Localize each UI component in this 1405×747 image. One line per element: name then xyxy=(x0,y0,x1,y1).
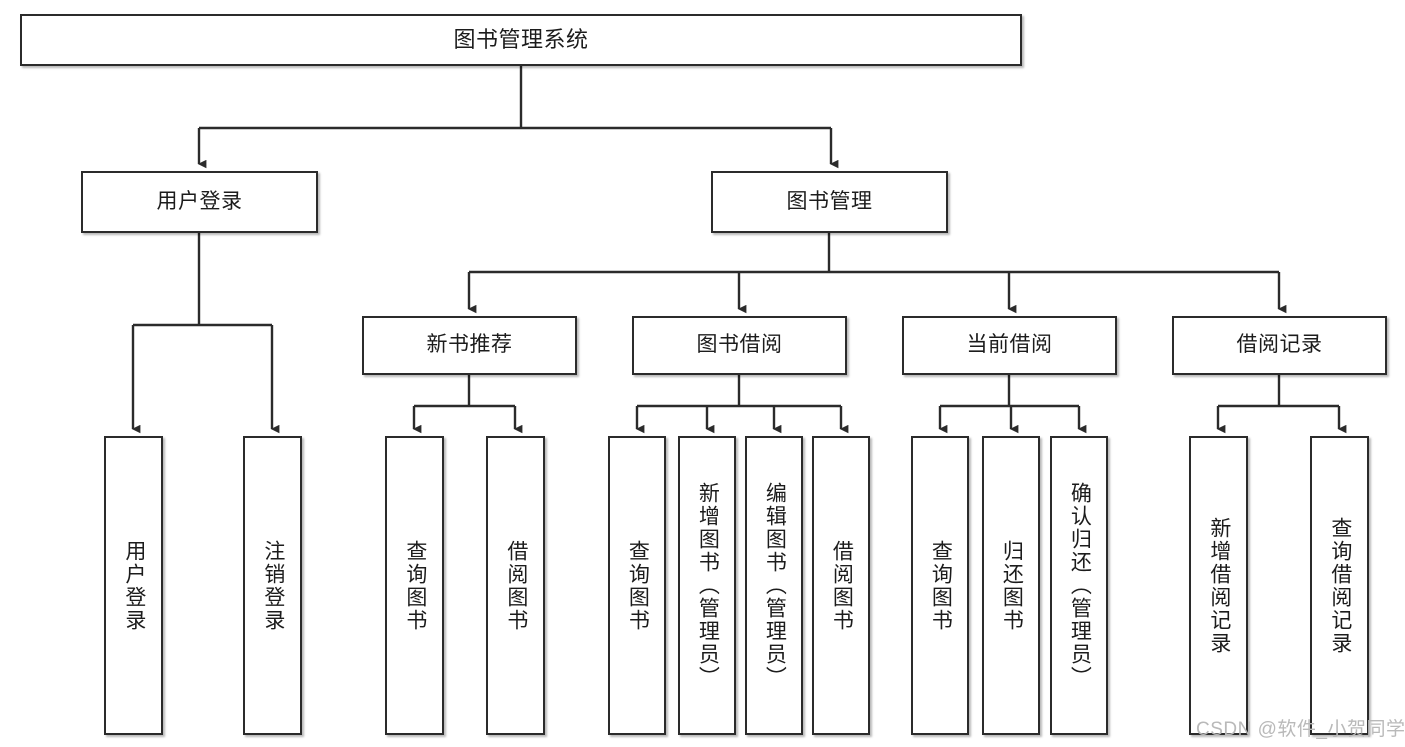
node-label: 新增图书（管理员） xyxy=(696,482,720,689)
node-label: 注销登录 xyxy=(261,539,285,632)
node-leaf-confirm-return-admin[interactable]: 确认归还（管理员） xyxy=(1050,436,1108,735)
node-book-borrow[interactable]: 图书借阅 xyxy=(632,316,847,375)
watermark-credit: CSDN @软件_小贺同学 xyxy=(1196,719,1405,740)
node-label: 查询图书 xyxy=(626,539,650,632)
node-leaf-borrow-book-1[interactable]: 借阅图书 xyxy=(486,436,545,735)
node-label: 图书管理系统 xyxy=(453,27,589,53)
node-label: 当前借阅 xyxy=(966,333,1053,357)
node-current-borrow[interactable]: 当前借阅 xyxy=(902,316,1117,375)
node-leaf-add-borrow-record[interactable]: 新增借阅记录 xyxy=(1189,436,1248,735)
node-leaf-edit-book-admin[interactable]: 编辑图书（管理员） xyxy=(745,436,803,735)
node-label: 查询借阅记录 xyxy=(1328,516,1352,655)
node-label: 确认归还（管理员） xyxy=(1068,482,1092,689)
node-leaf-add-book-admin[interactable]: 新增图书（管理员） xyxy=(678,436,736,735)
node-label: 借阅图书 xyxy=(504,539,528,632)
node-label: 查询图书 xyxy=(929,539,953,632)
node-leaf-query-borrow-record[interactable]: 查询借阅记录 xyxy=(1310,436,1369,735)
node-label: 借阅图书 xyxy=(830,539,854,632)
node-leaf-borrow-book-2[interactable]: 借阅图书 xyxy=(812,436,870,735)
node-leaf-query-book-3[interactable]: 查询图书 xyxy=(911,436,969,735)
node-label: 新书推荐 xyxy=(426,333,513,357)
node-new-book-recommend[interactable]: 新书推荐 xyxy=(362,316,577,375)
node-label: 归还图书 xyxy=(1000,539,1024,632)
node-user-login[interactable]: 用户登录 xyxy=(81,171,318,233)
node-label: 图书管理 xyxy=(786,189,873,213)
node-system-title[interactable]: 图书管理系统 xyxy=(20,14,1022,66)
node-label: 编辑图书（管理员） xyxy=(763,482,787,689)
node-leaf-query-book-2[interactable]: 查询图书 xyxy=(608,436,666,735)
node-label: 用户登录 xyxy=(156,189,243,213)
node-label: 借阅记录 xyxy=(1236,333,1323,357)
node-label: 新增借阅记录 xyxy=(1207,516,1231,655)
node-leaf-logout-login[interactable]: 注销登录 xyxy=(243,436,302,735)
node-label: 查询图书 xyxy=(403,539,427,632)
node-leaf-user-login[interactable]: 用户登录 xyxy=(104,436,163,735)
node-label: 用户登录 xyxy=(122,539,146,632)
node-leaf-return-book[interactable]: 归还图书 xyxy=(982,436,1040,735)
node-leaf-query-book-1[interactable]: 查询图书 xyxy=(385,436,444,735)
node-label: 图书借阅 xyxy=(696,333,783,357)
node-borrow-record[interactable]: 借阅记录 xyxy=(1172,316,1387,375)
node-book-management[interactable]: 图书管理 xyxy=(711,171,948,233)
